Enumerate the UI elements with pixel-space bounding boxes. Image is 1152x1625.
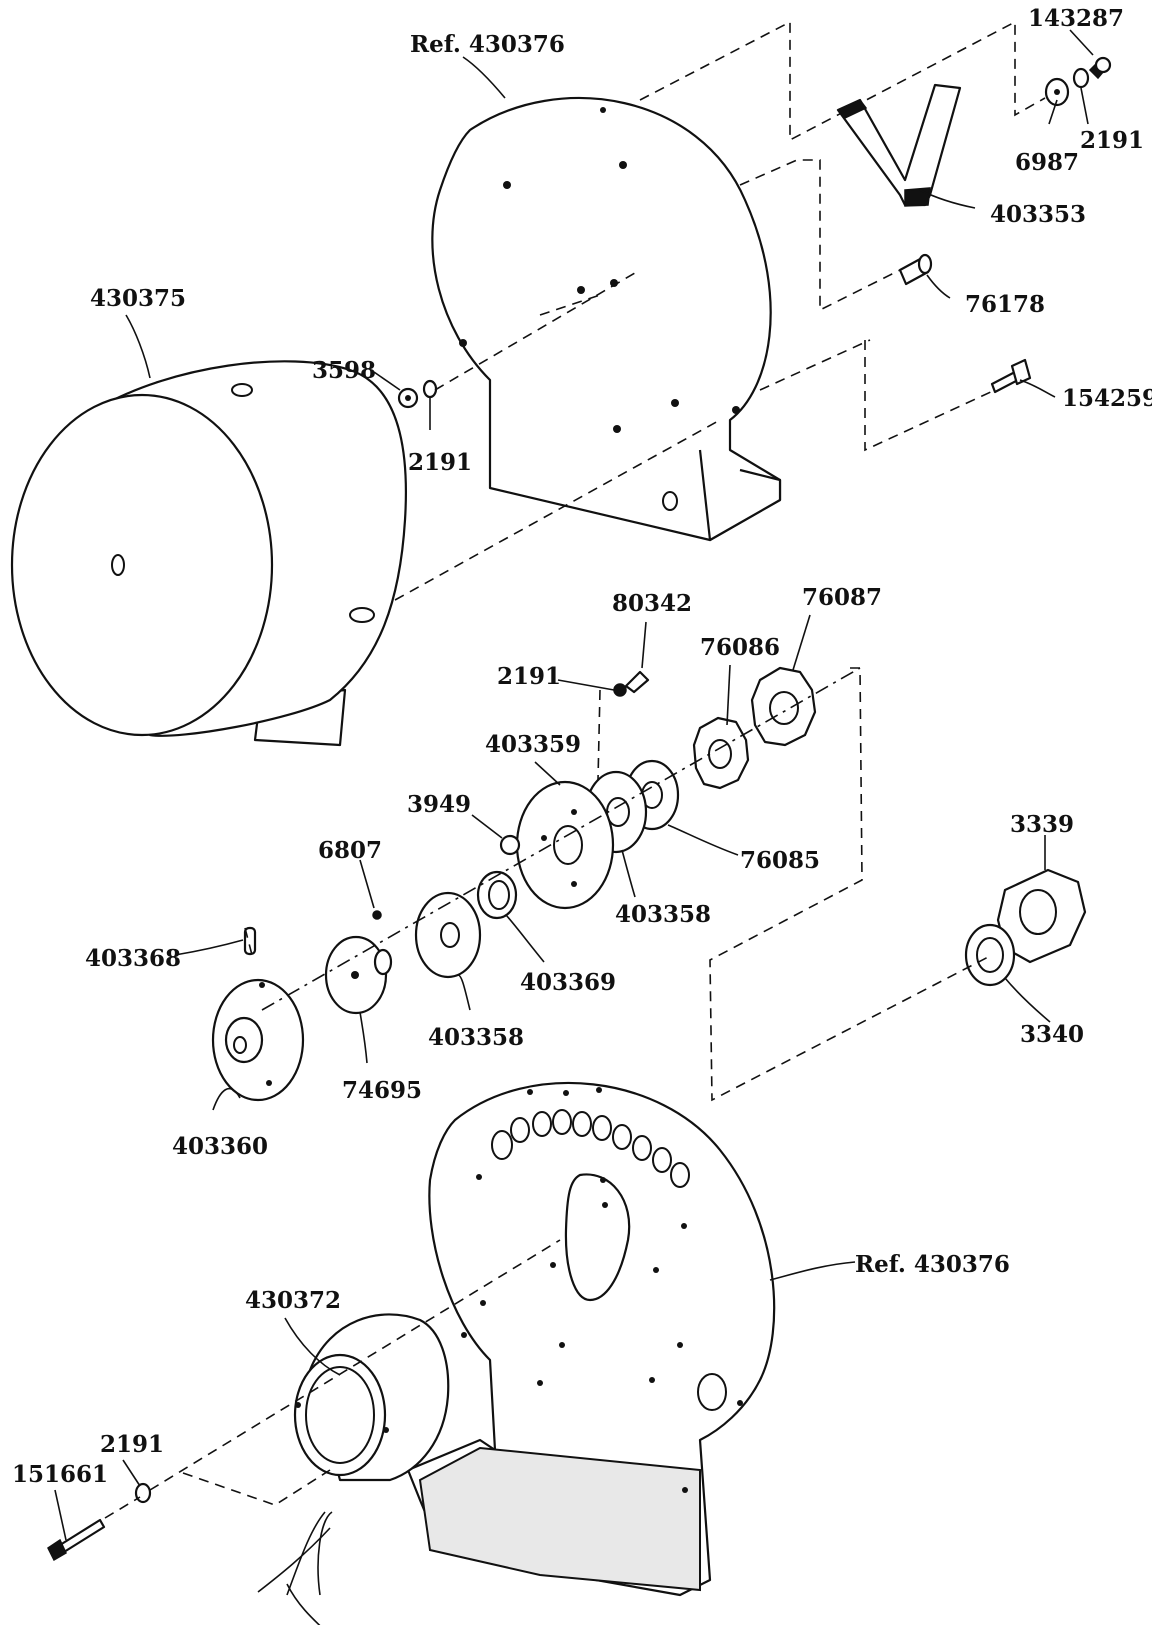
label-74695: 74695 <box>342 1077 422 1104</box>
label-430375: 430375 <box>90 285 186 312</box>
lockwasher-2191-top <box>1072 67 1090 89</box>
crank-handle <box>836 83 962 207</box>
label-154259: 154259 <box>1062 385 1152 412</box>
ball-6807 <box>372 910 382 920</box>
spacer-430372 <box>293 1313 450 1482</box>
nut-3598 <box>397 387 419 409</box>
label-403359: 403359 <box>485 731 581 758</box>
label-80342: 80342 <box>612 590 692 617</box>
label-6807: 6807 <box>318 837 382 864</box>
washer-2191-bottom <box>134 1482 152 1504</box>
leader-lines-bottom <box>54 1317 341 1541</box>
ratchet-74695 <box>324 935 393 1015</box>
label-403369: 403369 <box>520 969 616 996</box>
lockwasher-3340 <box>964 923 1016 987</box>
label-76086: 76086 <box>700 634 780 661</box>
label-6987: 6987 <box>1015 149 1079 176</box>
bolt-151661 <box>47 1518 106 1562</box>
screw-154259 <box>990 358 1032 394</box>
plate-403359 <box>515 780 615 910</box>
label-76087: 76087 <box>802 584 882 611</box>
top-side-plate <box>431 96 782 542</box>
label-403360: 403360 <box>172 1133 268 1160</box>
washer-403358-lower <box>414 891 482 979</box>
hub-403360 <box>211 978 305 1102</box>
label-3598: 3598 <box>312 357 376 384</box>
gear-76086 <box>692 716 750 790</box>
label-403353: 403353 <box>990 201 1086 228</box>
label-76085: 76085 <box>740 847 820 874</box>
label-2191-mid: 2191 <box>408 449 472 476</box>
bushing-76178 <box>898 253 933 286</box>
gear-76087 <box>750 666 817 747</box>
label-403358-lower: 403358 <box>428 1024 524 1051</box>
screw-143287 <box>1088 56 1112 80</box>
label-3949: 3949 <box>407 791 471 818</box>
nut-3949 <box>499 834 521 856</box>
lockwasher-2191-upper <box>613 683 627 697</box>
bottom-side-plate <box>406 1082 776 1597</box>
washer-6987 <box>1044 77 1070 107</box>
screw-80342 <box>624 670 650 694</box>
label-2191-upper: 2191 <box>497 663 561 690</box>
label-ref-430376-bottom: Ref. 430376 <box>855 1251 1010 1278</box>
label-403368: 403368 <box>85 945 181 972</box>
label-2191-bottom: 2191 <box>100 1431 164 1458</box>
label-3339: 3339 <box>1010 811 1074 838</box>
label-ref-430376-top: Ref. 430376 <box>410 31 565 58</box>
leader-lines <box>125 29 1094 1625</box>
label-403358-upper: 403358 <box>615 901 711 928</box>
label-151661: 151661 <box>12 1461 108 1488</box>
bearing-403369 <box>476 870 518 920</box>
washer-2191-mid <box>422 379 438 399</box>
labels: Ref. 430376 143287 6987 2191 403353 7617… <box>12 5 1152 1488</box>
label-2191-top: 2191 <box>1080 127 1144 154</box>
assembly-lines <box>104 20 1046 1519</box>
label-3340: 3340 <box>1020 1021 1084 1048</box>
label-76178: 76178 <box>965 291 1045 318</box>
drum-430375 <box>10 360 407 747</box>
label-430372: 430372 <box>245 1287 341 1314</box>
label-143287: 143287 <box>1028 5 1124 32</box>
